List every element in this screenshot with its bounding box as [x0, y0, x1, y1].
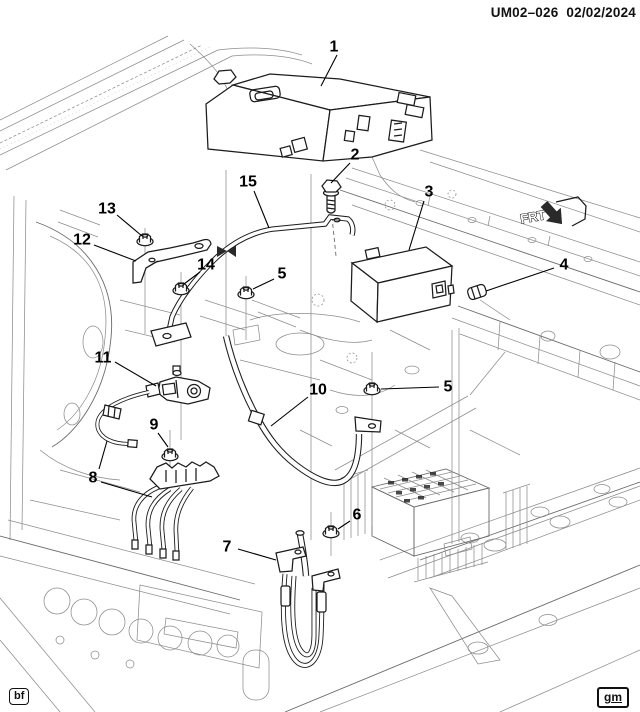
callout-number-12: 12	[73, 232, 91, 249]
part-6-nut	[322, 525, 340, 539]
part-13-nut	[136, 233, 154, 247]
part-3-module-box	[350, 246, 455, 324]
part-4-retainer	[467, 283, 487, 301]
part-10-cable	[222, 335, 382, 487]
callout-leader-15	[253, 190, 270, 229]
callout-leader-8	[98, 440, 108, 470]
callout-number-6: 6	[353, 507, 362, 524]
drawing-header: UM02–026 02/02/2024	[483, 5, 636, 20]
callout-leader-5	[252, 278, 275, 290]
gm-logo: gm	[597, 687, 629, 708]
part-8-cable-set	[131, 461, 220, 561]
part-11-valve-assembly	[145, 365, 211, 405]
callout-leader-3	[408, 200, 425, 251]
callout-number-14: 14	[197, 257, 215, 274]
part-15-tube	[150, 214, 356, 347]
drawing-number: UM02–026	[490, 5, 559, 20]
part-5-nut-left	[237, 286, 255, 300]
callout-number-3: 3	[425, 184, 434, 201]
callout-number-4: 4	[560, 257, 569, 274]
part-9-nut	[161, 448, 179, 462]
callout-leader-6	[337, 520, 351, 530]
callout-leader-5	[380, 386, 440, 390]
drawing-date: 02/02/2024	[566, 5, 636, 20]
callout-leader-8	[100, 481, 153, 498]
callout-leader-12	[93, 244, 137, 262]
part-14-nut	[172, 282, 190, 296]
part-11-lead-wire	[95, 390, 150, 449]
callout-number-10: 10	[309, 382, 327, 399]
callout-leader-4	[485, 267, 555, 292]
callout-number-7: 7	[223, 539, 232, 556]
frt-direction-indicator: FRT	[519, 196, 587, 227]
callout-leader-13	[116, 214, 143, 237]
part-12-bracket	[132, 238, 212, 284]
callout-leader-2	[330, 162, 351, 184]
callout-leader-14	[183, 271, 201, 285]
part-2-bolt	[321, 179, 342, 214]
callout-number-1: 1	[330, 39, 339, 56]
callout-leader-9	[157, 432, 169, 448]
callout-number-13: 13	[98, 201, 116, 218]
frt-arrow-outline	[555, 196, 587, 227]
callout-leader-1	[320, 54, 338, 87]
page-code-left: bf	[9, 688, 30, 705]
frt-arrow-icon	[540, 200, 563, 225]
callout-leader-10	[270, 396, 309, 427]
callout-number-5: 5	[278, 266, 287, 283]
callout-number-8: 8	[89, 470, 98, 487]
callout-number-5: 5	[444, 379, 453, 396]
part-1-cover	[205, 69, 433, 162]
frt-label: FRT	[519, 207, 547, 226]
callout-number-11: 11	[95, 350, 112, 367]
part-5-nut-right	[363, 382, 381, 396]
callout-leader-11	[114, 361, 157, 387]
callout-number-2: 2	[351, 147, 360, 164]
fuse-block-structure	[340, 468, 531, 583]
callout-number-15: 15	[239, 174, 257, 191]
part-7-cable-loop	[275, 530, 341, 668]
callout-leader-7	[237, 548, 277, 561]
callout-number-9: 9	[150, 417, 159, 434]
